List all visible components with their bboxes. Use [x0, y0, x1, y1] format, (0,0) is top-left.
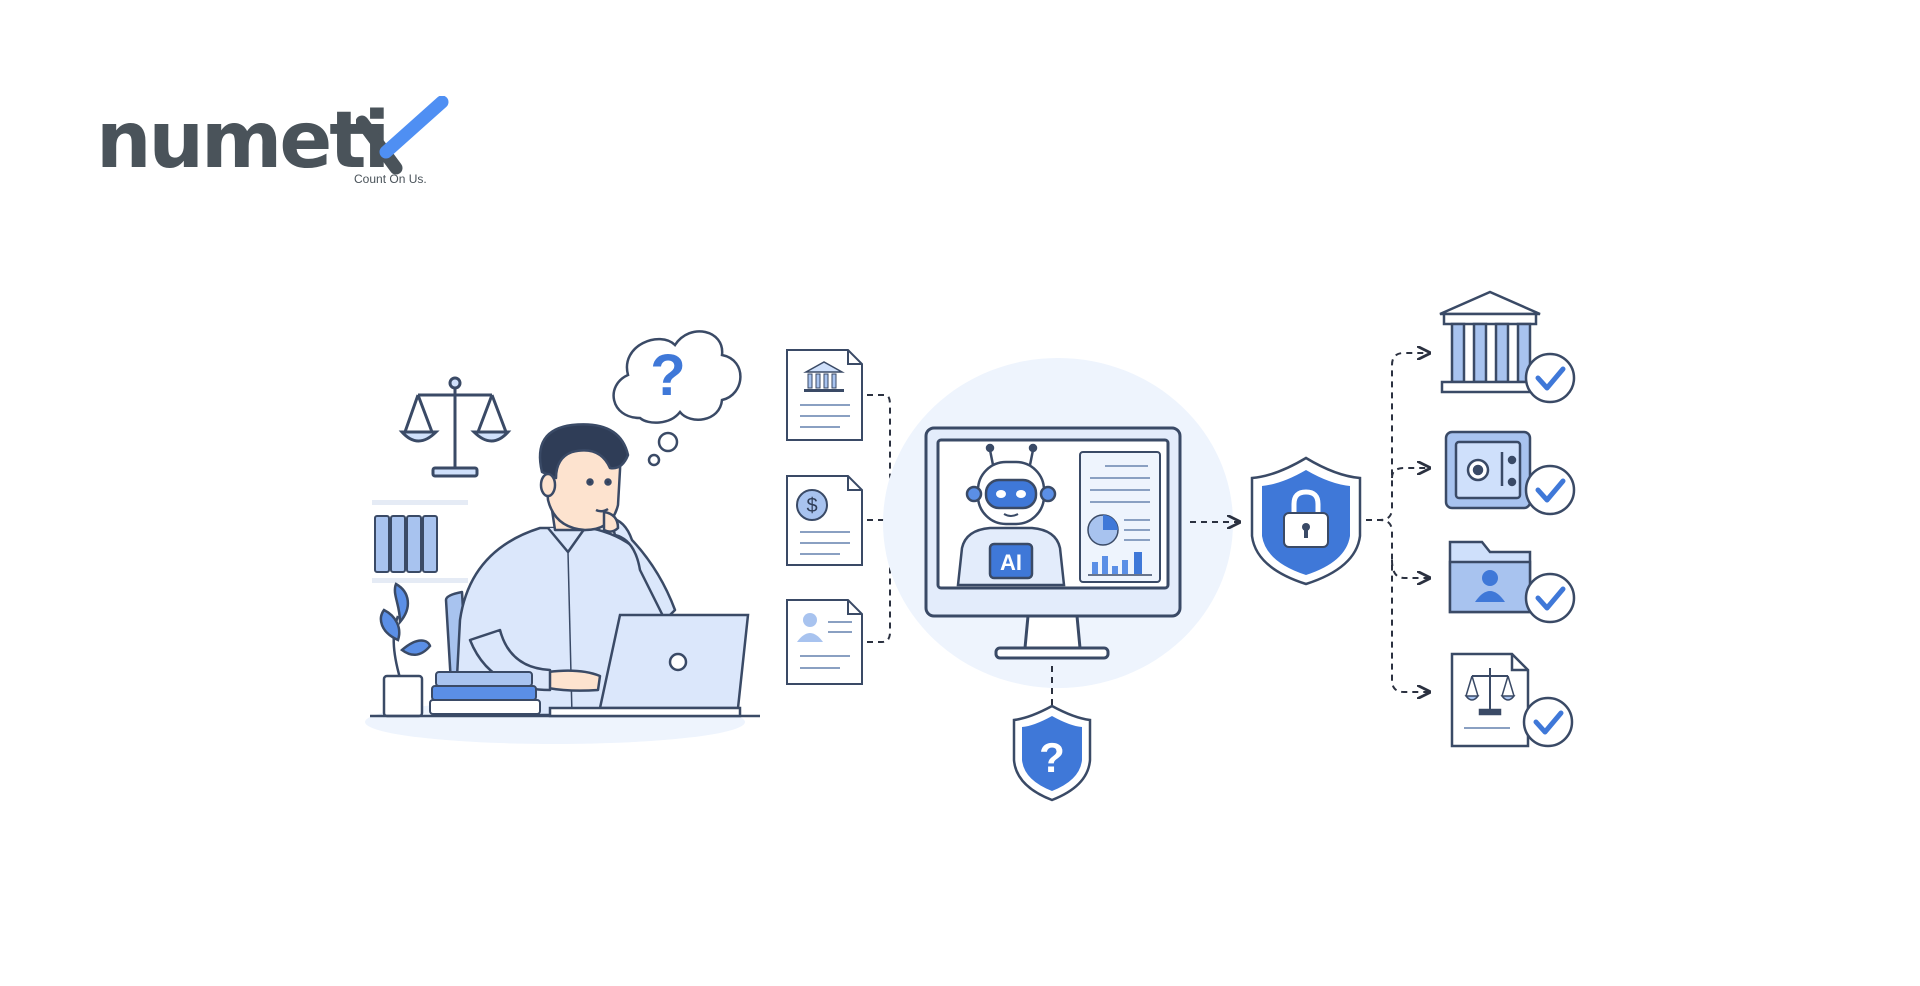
bank-document-icon: [786, 349, 863, 441]
analytics-report-icon: [1079, 451, 1161, 583]
user-folder-icon: [1448, 540, 1532, 614]
thought-bubble: ?: [612, 330, 742, 467]
laptop-icon: [548, 613, 750, 718]
lock-shield-icon: [1250, 456, 1362, 586]
logo-wordmark: numeti: [96, 96, 390, 186]
safe-vault-icon: [1444, 430, 1532, 510]
potted-plant-icon: [379, 582, 432, 718]
checkmark-badge-icon: [1522, 696, 1574, 748]
checkmark-badge-icon: [1524, 464, 1576, 516]
thought-question-mark: ?: [650, 343, 685, 408]
dollar-symbol: $: [806, 495, 817, 517]
books-stack-icon: [429, 671, 541, 715]
shield-question-mark: ?: [1039, 734, 1065, 781]
numetix-logo: numeti Count On Us.: [96, 96, 456, 186]
ai-robot-icon: AI: [956, 443, 1066, 587]
logo-x-check-icon: [356, 96, 449, 175]
logo-tagline: Count On Us.: [354, 172, 427, 186]
dollar-document-icon: $: [786, 475, 863, 566]
checkmark-badge-icon: [1524, 572, 1576, 624]
ai-badge-label: AI: [1000, 550, 1022, 575]
checkmark-badge-icon: [1524, 352, 1576, 404]
question-shield-icon: ?: [1012, 704, 1092, 802]
scales-of-justice-icon: [398, 376, 512, 478]
legal-document-icon: [1450, 652, 1530, 748]
output-arrows: [1366, 353, 1428, 692]
binders-shelf-icon: [372, 500, 468, 583]
person-document-icon: [786, 599, 863, 685]
